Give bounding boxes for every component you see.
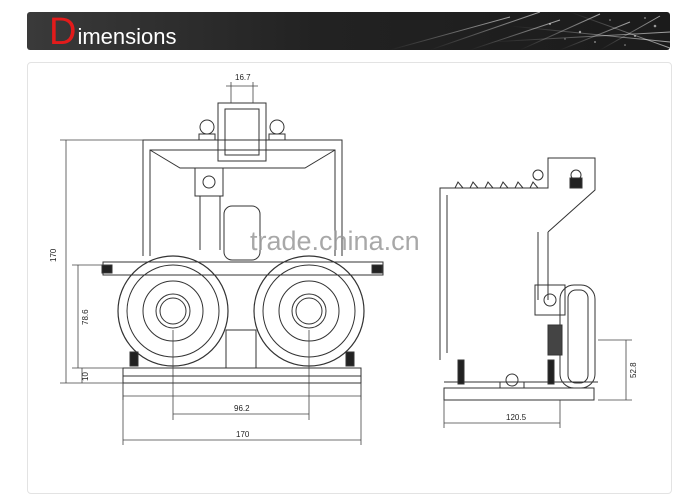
title-rest: imensions (77, 24, 177, 49)
dim-total-width: 170 (236, 430, 250, 439)
drawing-panel (27, 62, 672, 494)
side-dimension-lines (443, 339, 632, 428)
banner-texture (389, 12, 670, 50)
dim-wheel-spacing: 96.2 (234, 404, 250, 413)
dim-total-height: 170 (49, 248, 58, 262)
dim-top-width: 16.7 (235, 73, 251, 82)
section-banner: Dimensions (27, 12, 670, 50)
front-view (101, 102, 384, 384)
front-dimension-lines (60, 82, 362, 445)
dim-wheel-height: 78.6 (81, 309, 90, 325)
watermark: trade.china.cn (250, 226, 420, 256)
side-view (439, 157, 598, 401)
section-title: Dimensions (49, 12, 177, 50)
dim-base-thickness: 10 (81, 372, 90, 381)
dim-base-width: 120.5 (506, 413, 527, 422)
dim-axle-height: 52.8 (629, 362, 638, 378)
title-initial: D (49, 12, 77, 50)
